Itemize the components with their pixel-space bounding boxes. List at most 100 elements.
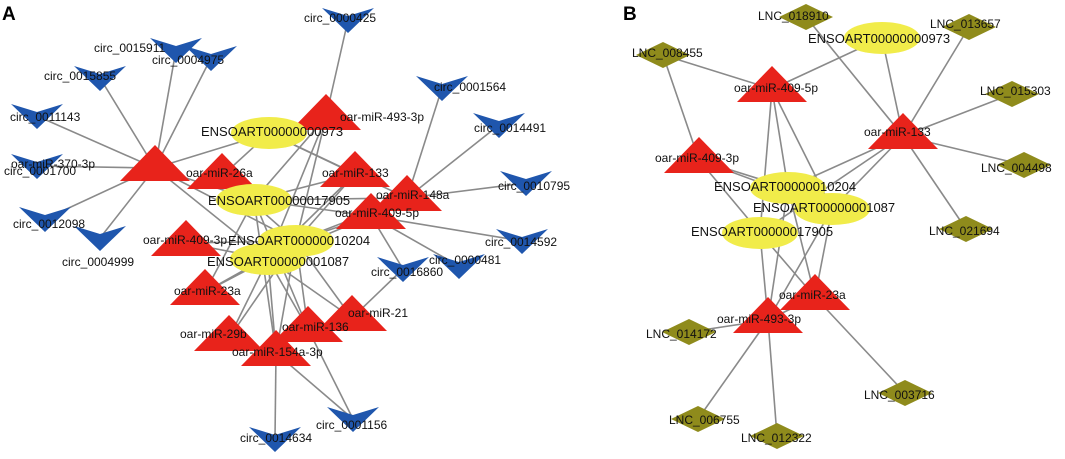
a-node-mirna-m136 <box>273 306 343 342</box>
a-node-mirna-m493 <box>291 94 361 130</box>
a-node-mirna-m26a <box>187 153 257 189</box>
a-node-mirna-m29b <box>194 315 264 351</box>
b-node-lncrna-l4172 <box>662 319 716 345</box>
panel-a-network: A oar-miR-370-3poar-miR-26aoar-miR-493-3… <box>2 4 570 452</box>
a-label-e1087: ENSOART00000001087 <box>207 254 349 269</box>
b-label-l2322: LNC_012322 <box>741 431 812 445</box>
a-label-m370: oar-miR-370-3p <box>11 157 95 171</box>
b-label-l3657: LNC_013657 <box>930 17 1001 31</box>
a-label-c1143: circ_0011143 <box>10 110 81 124</box>
a-label-m154: oar-miR-154a-3p <box>232 345 323 359</box>
a-edge-c4975-m370 <box>154 57 212 169</box>
b-edge-l8910-m133 <box>805 16 904 137</box>
panel-b-labels: oar-miR-409-5poar-miR-133oar-miR-409-3po… <box>632 9 1052 445</box>
a-label-c2098: circ_0012098 <box>13 217 85 231</box>
a-label-c0481: circ_0000481 <box>429 253 501 267</box>
b-node-lncrna-l3716 <box>878 380 932 406</box>
a-label-c1156: circ_0001156 <box>316 418 387 432</box>
b-label-m4093: oar-miR-409-3p <box>655 151 739 165</box>
a-edge-c1143-m370 <box>36 115 156 169</box>
b-node-mirna-m493 <box>733 297 803 333</box>
a-label-c0795: circ_0010795 <box>498 179 570 193</box>
a-node-mirna-m21 <box>317 295 387 331</box>
a-label-m148: oar-miR-148a <box>376 188 450 202</box>
b-edge-l5303-m133 <box>902 93 1013 137</box>
a-label-c6860: circ_0016860 <box>371 265 443 279</box>
b-label-l4498: LNC_004498 <box>981 161 1052 175</box>
panel-b-letter: B <box>623 4 637 25</box>
b-edge-m493-e10204 <box>767 187 789 321</box>
b-label-l6755: LNC_006755 <box>669 413 740 427</box>
b-node-mirna-m23a <box>780 274 850 310</box>
a-label-m136: oar-miR-136 <box>282 320 349 334</box>
a-label-c5855: circ_0015855 <box>44 69 116 83</box>
a-edge-m370-e1087 <box>154 167 269 260</box>
b-edge-m4095-e10204 <box>771 88 789 189</box>
a-edge-c5911-m370 <box>154 49 177 169</box>
a-edge-m154-e17905 <box>253 199 277 354</box>
b-node-lncrna-l3657 <box>942 14 996 40</box>
a-node-mrna-e17905 <box>216 184 292 216</box>
b-node-lncrna-l5303 <box>985 81 1039 107</box>
panel-b-nodes <box>636 4 1051 449</box>
a-label-c4634: circ_0014634 <box>240 431 312 445</box>
b-edge-m23a-l3716 <box>814 296 906 394</box>
a-label-e17905: ENSOART00000017905 <box>208 193 350 208</box>
b-node-mrna-e973 <box>844 22 920 54</box>
a-node-circrna-c1564 <box>416 76 468 101</box>
b-label-e17905: ENSOART00000017905 <box>691 224 833 239</box>
a-node-circrna-c5911 <box>150 38 202 63</box>
b-node-mrna-e10204 <box>750 172 826 204</box>
a-label-c5911: circ_0015911 <box>94 41 165 55</box>
a-node-mirna-m4093 <box>151 220 221 256</box>
b-label-l5303: LNC_015303 <box>980 84 1051 98</box>
b-edge-l1694-m133 <box>902 135 967 230</box>
b-node-lncrna-l4498 <box>997 152 1051 178</box>
a-node-circrna-c4975 <box>185 46 237 71</box>
b-node-lncrna-l2322 <box>750 423 804 449</box>
a-label-m133: oar-miR-133 <box>322 166 389 180</box>
b-label-l4172: LNC_014172 <box>646 327 717 341</box>
a-node-mirna-m154 <box>241 330 311 366</box>
a-label-m21: oar-miR-21 <box>348 306 408 320</box>
a-label-c1700: circ_0001700 <box>4 164 76 178</box>
a-node-mirna-m370 <box>120 145 190 181</box>
b-edge-m493-l6755 <box>697 319 769 420</box>
a-label-m4093: oar-miR-409-3p <box>143 233 227 247</box>
a-node-circrna-c4592 <box>496 229 548 254</box>
b-label-m23a: oar-miR-23a <box>779 288 846 302</box>
a-node-mirna-m23a <box>170 269 240 305</box>
b-label-m4095: oar-miR-409-5p <box>734 81 818 95</box>
b-label-e10204: ENSOART00000010204 <box>714 179 856 194</box>
a-node-circrna-c5855 <box>74 66 126 91</box>
a-label-c425: circ_0000425 <box>304 11 376 25</box>
a-label-m23a: oar-miR-23a <box>174 284 241 298</box>
b-label-e1087: ENSOART00000001087 <box>753 200 895 215</box>
b-label-m493: oar-miR-493-3p <box>717 312 801 326</box>
a-label-e973: ENSOART00000000973 <box>201 124 343 139</box>
a-edge-c5855-m370 <box>99 77 156 169</box>
a-node-mirna-m4095 <box>336 193 406 229</box>
a-label-m493: oar-miR-493-3p <box>340 110 424 124</box>
panel-b-network: B oar-miR-409-5poar-miR-133oar-miR-409-3… <box>623 4 1052 449</box>
a-node-mrna-e973 <box>231 117 307 149</box>
b-label-l8910: LNC_018910 <box>758 9 829 23</box>
b-edge-m493-e1087 <box>767 208 833 321</box>
a-label-c4999: circ_0004999 <box>62 255 134 269</box>
a-node-circrna-c4634 <box>249 427 301 452</box>
a-node-mrna-e1087 <box>230 243 306 275</box>
a-label-c1564: circ_0001564 <box>434 80 506 94</box>
a-label-m29b: oar-miR-29b <box>180 327 247 341</box>
b-node-mirna-m4093 <box>664 137 734 173</box>
a-node-circrna-c4999 <box>74 226 126 251</box>
a-node-circrna-c1156 <box>327 407 379 432</box>
b-edge-m493-l2322 <box>767 319 778 437</box>
b-node-mirna-m4095 <box>737 66 807 102</box>
b-node-mrna-e1087 <box>794 193 870 225</box>
panel-a-letter: A <box>2 4 16 25</box>
a-edge-c4491-m148 <box>406 124 500 199</box>
b-label-l8455: LNC_008455 <box>632 46 703 60</box>
a-edge-m154-c4634 <box>274 352 277 440</box>
a-label-m4095: oar-miR-409-5p <box>335 206 419 220</box>
a-node-circrna-c2098 <box>19 207 71 232</box>
